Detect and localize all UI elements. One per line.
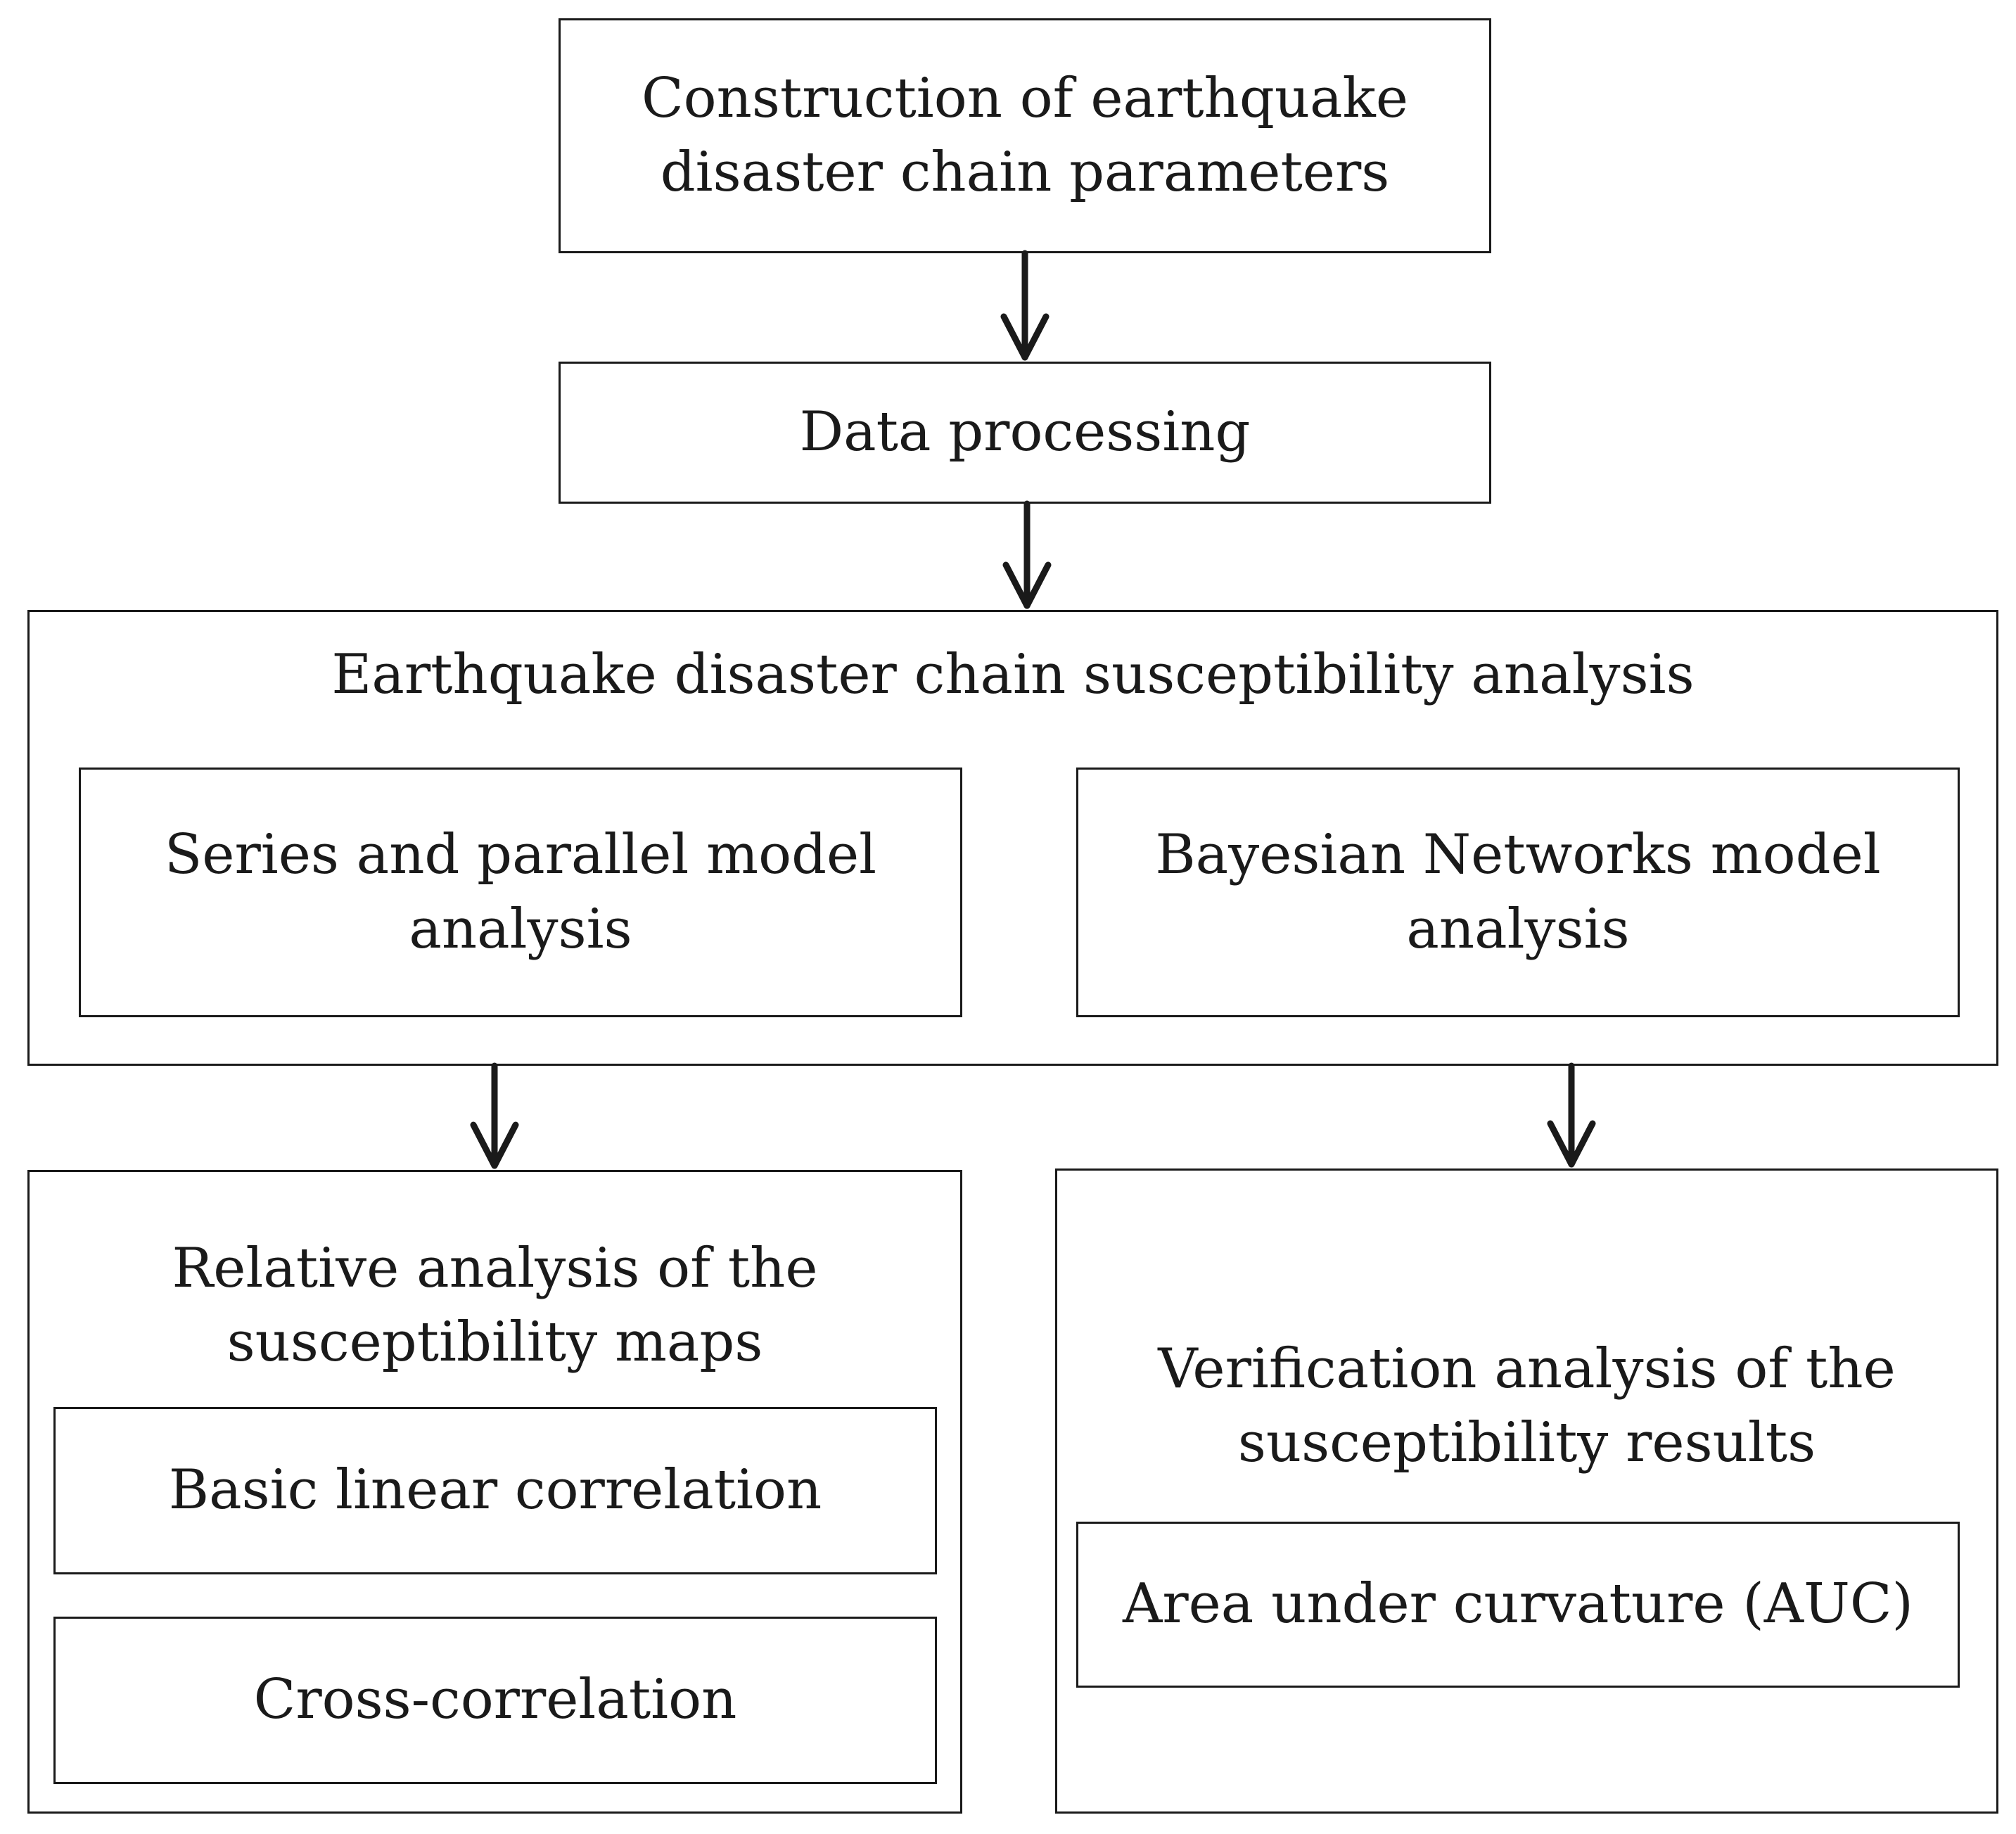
verification-box: Verification analysis of the susceptibil…	[1055, 1168, 1998, 1814]
relative-analysis-title: Relative analysis of the susceptibility …	[172, 1236, 818, 1374]
arrow-data-processing-to-analysis	[1002, 500, 1052, 609]
bayesian-label: Bayesian Networks model analysis	[1155, 823, 1881, 961]
arrow-analysis-to-relative	[470, 1062, 519, 1169]
auc-label: Area under curvature (AUC)	[1123, 1572, 1913, 1636]
auc-box: Area under curvature (AUC)	[1076, 1522, 1960, 1688]
data-processing-box: Data processing	[559, 362, 1491, 504]
bayesian-box: Bayesian Networks model analysis	[1076, 768, 1960, 1017]
series-parallel-box: Series and parallel model analysis	[79, 768, 962, 1017]
cross-correlation-label: Cross-correlation	[253, 1668, 737, 1732]
arrow-analysis-to-verification	[1547, 1062, 1596, 1168]
series-parallel-label: Series and parallel model analysis	[164, 823, 877, 961]
basic-linear-box: Basic linear correlation	[53, 1407, 937, 1574]
arrow-construction-to-data-processing	[1000, 250, 1050, 361]
construction-box: Construction of earthquake disaster chai…	[559, 18, 1491, 253]
basic-linear-label: Basic linear correlation	[168, 1458, 822, 1522]
cross-correlation-box: Cross-correlation	[53, 1617, 937, 1784]
data-processing-label: Data processing	[799, 400, 1251, 464]
construction-label: Construction of earthquake disaster chai…	[642, 66, 1408, 204]
verification-title: Verification analysis of the susceptibil…	[1158, 1337, 1896, 1475]
susceptibility-analysis-title: Earthquake disaster chain susceptibility…	[331, 643, 1695, 707]
